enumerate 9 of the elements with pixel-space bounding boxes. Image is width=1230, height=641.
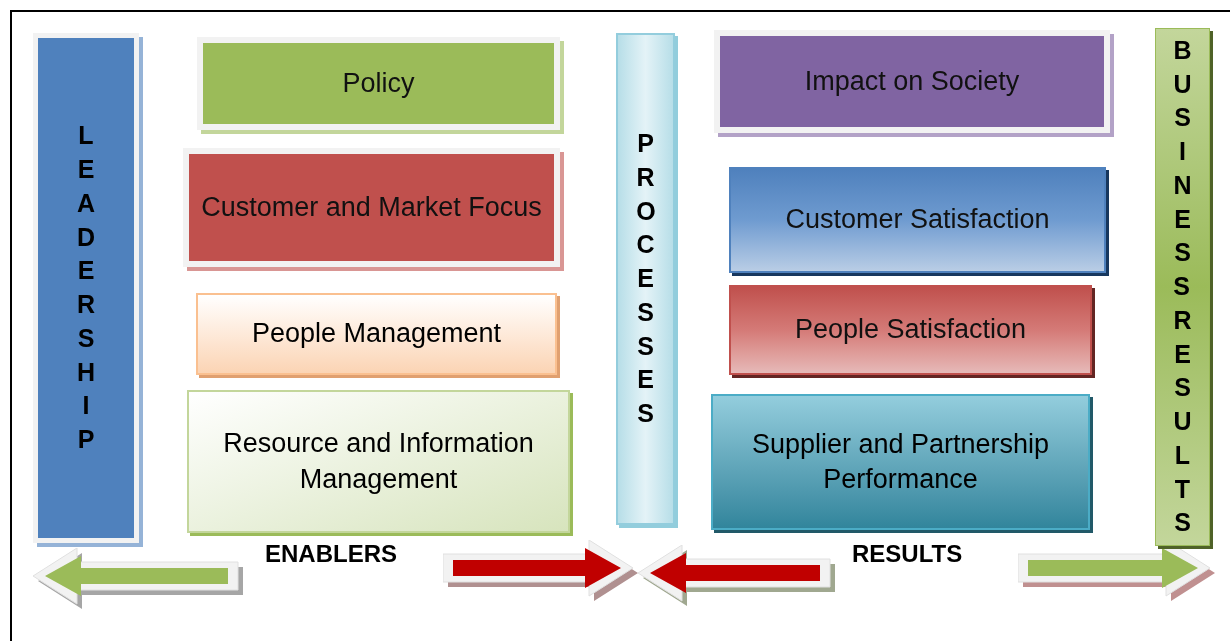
section-label: RESULTS: [852, 539, 963, 569]
category-box: Supplier and Partnership Performance: [711, 394, 1090, 530]
category-box: People Satisfaction: [729, 285, 1092, 375]
category-box: People Management: [196, 293, 557, 375]
section-label: ENABLERS: [265, 539, 397, 569]
category-box: Resource and Information Management: [187, 390, 570, 533]
vertical-banner: BUSINESS RESULTS: [1155, 28, 1210, 546]
vertical-banner: PROCESSES: [616, 33, 675, 525]
category-box: Customer Satisfaction: [729, 167, 1106, 273]
